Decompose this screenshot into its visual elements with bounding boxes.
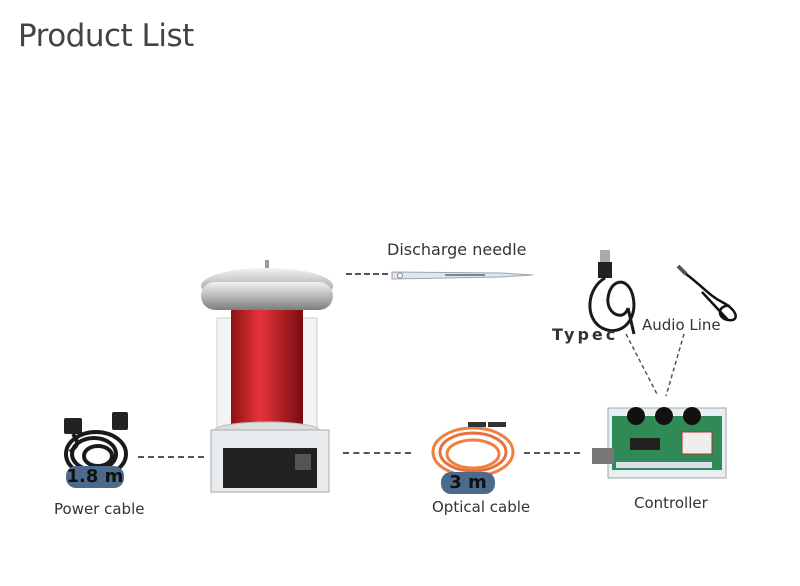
power-connector-line — [138, 456, 204, 458]
controller-connector-lines — [625, 333, 685, 397]
controller-image — [592, 407, 727, 479]
discharge-needle-image — [391, 271, 534, 280]
tesla-coil-image — [201, 260, 333, 493]
power-cable-label: Power cable — [54, 500, 145, 518]
optical-left-connector-line — [343, 452, 411, 454]
typec-label: Typec — [552, 325, 619, 344]
optical-cable-image — [431, 422, 515, 478]
optical-cable-length-badge: 3 m — [441, 472, 495, 494]
page-title: Product List — [18, 18, 194, 54]
typec-cable-image — [588, 250, 636, 335]
audio-line-label: Audio Line — [642, 316, 721, 334]
controller-label: Controller — [634, 494, 708, 512]
needle-connector-line — [346, 273, 388, 275]
optical-right-connector-line — [524, 452, 580, 454]
power-cable-length-badge: 1.8 m — [66, 466, 124, 488]
optical-cable-label: Optical cable — [432, 498, 531, 516]
audio-line-image — [676, 264, 737, 322]
discharge-needle-label: Discharge needle — [387, 240, 527, 259]
